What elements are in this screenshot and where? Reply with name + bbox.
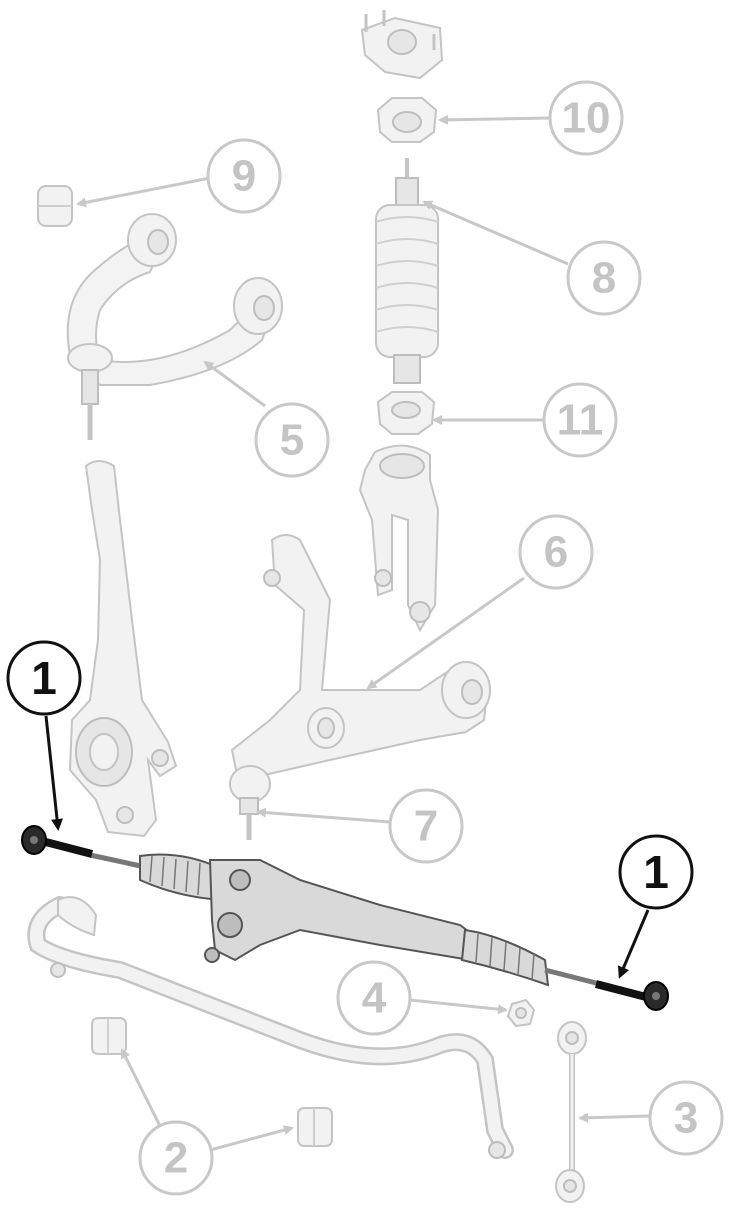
leader-4 — [409, 998, 508, 1015]
callout-4-label: 4 — [362, 974, 387, 1023]
callout-10-label: 10 — [562, 94, 611, 143]
callout-6: 6 — [518, 514, 594, 590]
steering-knuckle — [68, 460, 178, 838]
leader-7 — [256, 807, 391, 824]
leader-8 — [422, 200, 569, 266]
callout-7: 7 — [388, 788, 464, 864]
callout-11-label: 11 — [557, 396, 604, 445]
part-8-spring — [375, 158, 439, 384]
callout-6-label: 6 — [544, 528, 568, 577]
callout-4: 4 — [336, 960, 412, 1036]
callout-11: 11 — [542, 382, 618, 458]
part-1-tie-rod-end-right — [594, 980, 669, 1011]
leader-1b — [617, 909, 650, 979]
steering-rack — [89, 852, 601, 987]
callout-5: 5 — [254, 402, 330, 478]
part-11-bearing — [376, 391, 436, 435]
leader-lines-highlight — [44, 715, 650, 979]
callout-7-label: 7 — [414, 802, 438, 851]
callout-3: 3 — [648, 1080, 724, 1156]
leader-9 — [76, 176, 211, 208]
callout-3-label: 3 — [674, 1094, 698, 1143]
strut-top-mount — [360, 10, 444, 80]
leader-5 — [203, 360, 266, 408]
part-6-lower-arm — [230, 534, 491, 778]
leader-2b — [209, 1125, 294, 1152]
callout-10: 10 — [548, 80, 624, 156]
leader-6 — [366, 576, 525, 690]
part-3-link — [555, 1021, 587, 1203]
part-1-tie-rod-end-left — [21, 825, 94, 858]
callout-8: 8 — [566, 240, 642, 316]
part-4-nut — [506, 998, 536, 1028]
part-2-bushing-right — [297, 1107, 333, 1147]
callout-2: 2 — [138, 1120, 214, 1196]
part-10-bearing — [376, 97, 438, 143]
callout-1-right-label: 1 — [643, 846, 669, 898]
callout-1-left: 1 — [6, 640, 82, 716]
part-9-bushing — [37, 185, 73, 227]
part-2-bushing-left — [91, 1017, 127, 1055]
callout-1-right: 1 — [618, 834, 694, 910]
callout-9-label: 9 — [232, 152, 256, 201]
callout-5-label: 5 — [280, 416, 304, 465]
leader-10 — [438, 114, 551, 125]
part-5-upper-arm — [66, 213, 283, 440]
callout-1-left-label: 1 — [31, 652, 57, 704]
leader-1a — [44, 715, 64, 831]
leader-lines — [76, 114, 651, 1152]
callout-8-label: 8 — [592, 254, 616, 303]
callout-2-label: 2 — [164, 1134, 188, 1183]
strut-fork — [358, 444, 440, 633]
leader-2a — [120, 1048, 162, 1127]
leader-3 — [578, 1112, 651, 1123]
sway-bar — [27, 896, 514, 1159]
part-7-ball-joint — [229, 765, 271, 840]
callout-9: 9 — [206, 138, 282, 214]
